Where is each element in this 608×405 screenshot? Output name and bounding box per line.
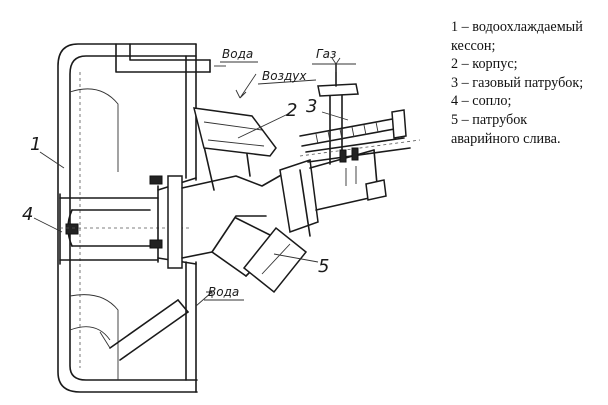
label-water-bottom: Вода xyxy=(208,285,239,299)
emergency-drain-pipe xyxy=(242,226,308,294)
legend-line: 1 – водоохлаждаемый xyxy=(451,19,583,35)
label-num-4: 4 xyxy=(22,204,33,225)
legend-line: 4 – сопло; xyxy=(451,93,512,110)
legend-line: 3 – газовый патрубок; xyxy=(451,74,584,91)
legend: 1 – водоохлаждаемый кессон; 2 – корпус; … xyxy=(451,18,601,148)
legend-line: 5 – патрубок xyxy=(451,111,528,128)
label-num-5: 5 xyxy=(318,256,329,277)
legend-line: аварийного слива. xyxy=(451,130,561,147)
water-cooled-caisson xyxy=(57,43,211,393)
legend-line: 2 – корпус; xyxy=(451,56,518,73)
legend-line: кессон; xyxy=(451,37,496,54)
label-num-2: 2 xyxy=(286,100,297,121)
label-num-3: 3 xyxy=(306,96,317,117)
burner-body xyxy=(149,107,291,277)
label-gas: Газ xyxy=(316,47,336,61)
label-num-1: 1 xyxy=(30,134,41,155)
label-water-top: Вода xyxy=(222,47,253,61)
label-air: Воздух xyxy=(262,69,307,83)
gas-pipe-assembly xyxy=(279,63,421,237)
callouts: 1 4 2 3 5 Вода Воздух Газ Вода xyxy=(22,47,356,307)
